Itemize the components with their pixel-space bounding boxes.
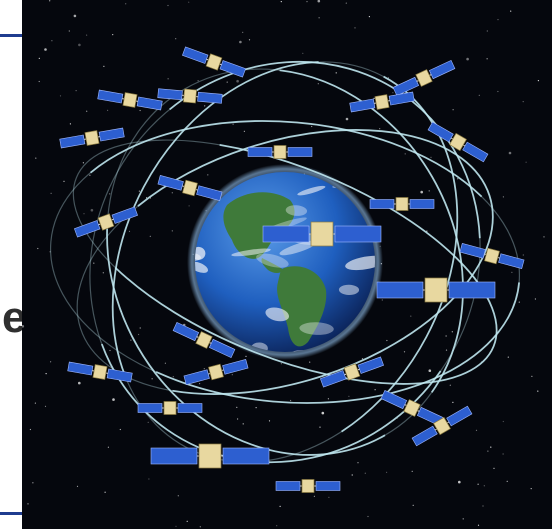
satellite: [411, 405, 473, 447]
satellite: [369, 197, 435, 211]
satellite: [262, 221, 382, 247]
satellites: [59, 46, 525, 493]
satellite: [150, 443, 270, 469]
satellite: [59, 127, 125, 149]
satellite: [349, 91, 415, 113]
satellite: [67, 361, 133, 383]
satellite: [392, 59, 456, 97]
satellite: [74, 206, 138, 238]
satellite-constellation-photo: [22, 0, 552, 529]
satellite: [157, 175, 223, 201]
satellite: [376, 277, 496, 303]
satellite: [320, 356, 384, 388]
satellite: [427, 121, 489, 163]
satellite: [459, 243, 525, 269]
satellite: [157, 88, 223, 104]
photo-illustration: [22, 0, 552, 529]
satellite: [275, 479, 341, 493]
satellite: [137, 401, 203, 415]
satellite: [172, 321, 236, 359]
satellite: [183, 359, 249, 385]
satellite: [247, 145, 313, 159]
satellite: [97, 89, 163, 111]
satellite: [380, 389, 444, 427]
satellite: [182, 46, 246, 78]
